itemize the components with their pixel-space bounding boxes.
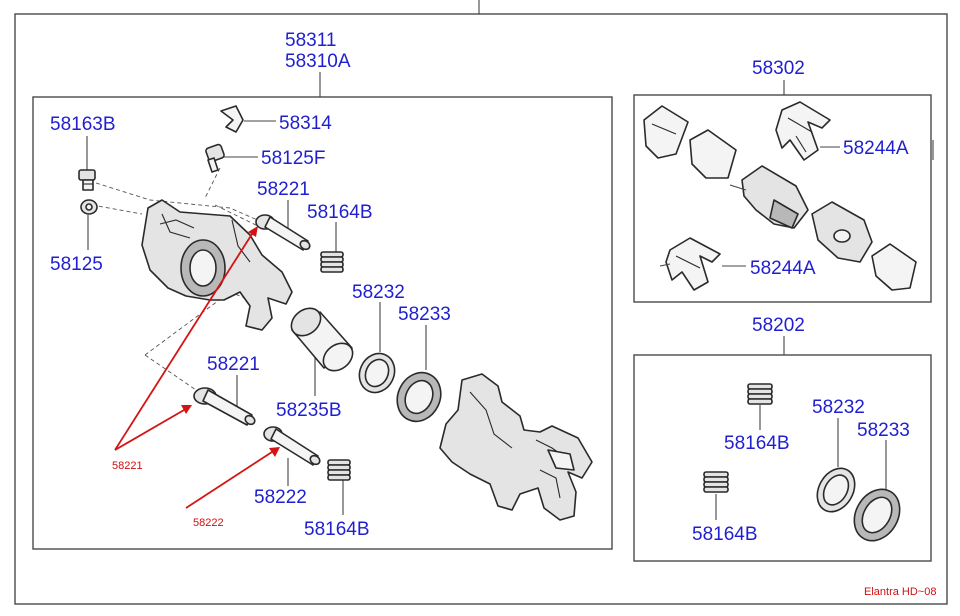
pad-inner-left-part [689,129,737,179]
pad-kit-frame [633,94,932,303]
label-seal-kit-ring: 58233 [857,420,910,441]
label-assembly-alt: 58310A [285,51,351,72]
bleeder-screw-part [205,143,225,173]
label-boot-ring: 58233 [398,304,451,325]
bleeder-bolt-part [78,169,96,191]
caliper-assembly-frame [32,96,613,550]
pad-outer-right-part [871,243,917,291]
boot-upper-part [320,251,344,273]
assembly-dashed-line-3 [204,167,221,199]
assembly-dashed-line-5 [144,291,251,356]
annotation-58222: 58222 [193,517,224,529]
label-shim-kit-lower: 58244A [750,258,816,279]
label-guide-pin-2: 58222 [254,487,307,508]
bleeder-cap-part [80,199,98,215]
seal-kit-ring-part [853,488,901,542]
label-boot-lower: 58164B [304,519,370,540]
red-arrow-58221-lower [114,405,192,451]
annotation-58221: 58221 [112,460,143,472]
label-pad-kit: 58302 [752,58,805,79]
footer-model-note: Elantra HD~08 [864,586,936,598]
assembly-dashed-line-1 [95,182,263,223]
guide-pin-lower-part [193,387,256,426]
seal-kit-seal-part [816,467,856,513]
seal-part [358,352,396,394]
label-bleeder-cap: 58125 [50,254,103,275]
label-boot-upper: 58164B [307,202,373,223]
seal-kit-boot-2-part [703,471,729,493]
shim-upper-part [775,101,831,161]
seal-kit-boot-1-part [747,383,773,405]
assembly-dashed-line-2 [91,204,143,215]
label-seal-kit: 58202 [752,315,805,336]
label-seal-kit-boot-2: 58164B [692,524,758,545]
carrier-bracket-part [439,373,593,521]
label-guide-pin-lower: 58221 [207,354,260,375]
label-seal-kit-seal: 58232 [812,397,865,418]
clip-part [220,105,244,133]
boot-lower-part [327,459,351,481]
label-piston: 58235B [276,400,342,421]
shim-lower-part [659,237,721,291]
red-arrow-58222 [185,447,280,509]
guide-pin-upper-part [255,214,311,251]
seal-kit-frame [633,354,932,562]
boot-ring-part [396,371,442,423]
label-clip: 58314 [279,113,332,134]
label-assembly: 58311 [285,30,336,51]
label-guide-pin-upper: 58221 [257,179,310,200]
label-bleeder-bolt: 58163B [50,114,116,135]
caliper-body-part [141,199,293,331]
label-bleeder-screw: 58125F [261,148,325,169]
guide-pin-2-part [263,426,321,466]
outer-frame [14,13,948,605]
pad-center-part [729,165,809,229]
piston-part [290,307,354,372]
red-arrow-58221-upper [114,226,258,451]
pad-outer-left-part [643,105,689,159]
label-shim-kit-upper: 58244A [843,138,909,159]
label-seal: 58232 [352,282,405,303]
assembly-dashed-line-6 [214,204,263,229]
label-seal-kit-boot-1: 58164B [724,433,790,454]
pad-inner-right-part [811,201,873,263]
